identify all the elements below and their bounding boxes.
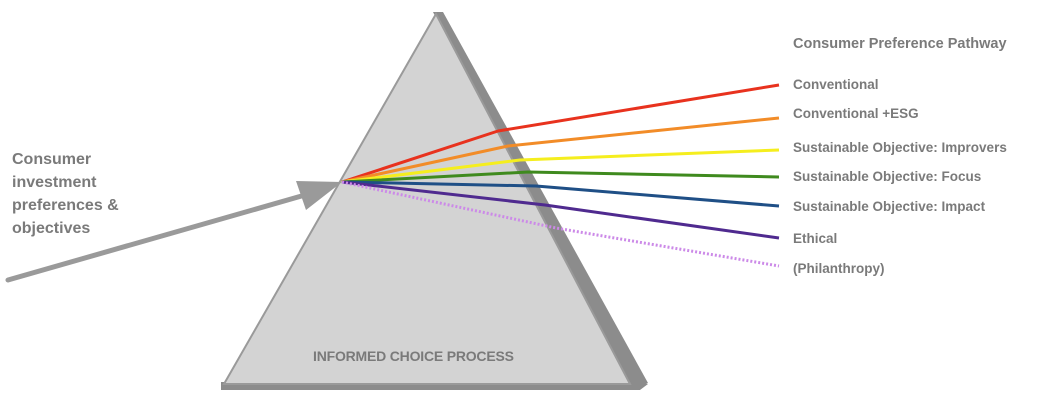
ray-philanthropy bbox=[341, 180, 780, 268]
input-label: Consumer investment preferences & object… bbox=[12, 151, 119, 237]
legend-item-ethical: Ethical bbox=[793, 231, 838, 246]
input-arrow-head bbox=[296, 181, 342, 210]
prism-label: INFORMED CHOICE PROCESS bbox=[313, 348, 514, 364]
input-arrow-shaft bbox=[5, 192, 308, 283]
ray-impact bbox=[341, 180, 780, 208]
ray-ethical bbox=[341, 180, 780, 240]
ray-improvers bbox=[341, 148, 780, 184]
legend-item-focus: Sustainable Objective: Focus bbox=[793, 169, 982, 184]
ray-conventional-esg bbox=[341, 116, 780, 184]
ray-focus bbox=[341, 170, 780, 184]
prism-face bbox=[222, 11, 632, 385]
ray-conventional bbox=[341, 83, 780, 184]
legend-title: Consumer Preference Pathway bbox=[793, 36, 1007, 52]
spectrum-rays bbox=[341, 83, 780, 268]
legend-item-conventional: Conventional bbox=[793, 77, 879, 92]
prism-back-edge bbox=[433, 12, 648, 386]
legend-item-impact: Sustainable Objective: Impact bbox=[793, 199, 986, 214]
legend-item-philanthropy: (Philanthropy) bbox=[793, 261, 885, 276]
legend-item-conventional-esg: Conventional +ESG bbox=[793, 106, 919, 121]
legend-item-improvers: Sustainable Objective: Improvers bbox=[793, 140, 1007, 155]
